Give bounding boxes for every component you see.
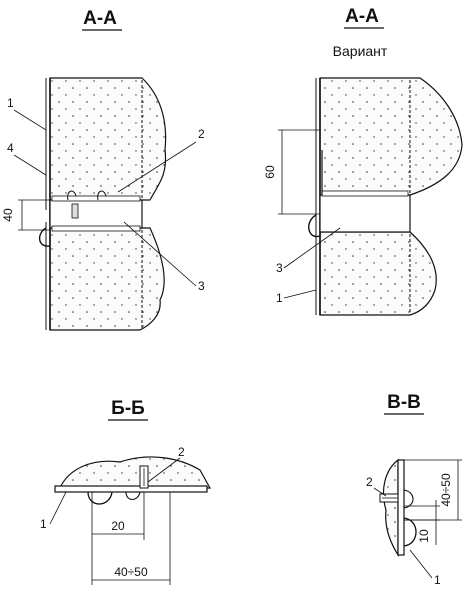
section-aa-main: А-А 40 1 4 2 3 bbox=[1, 8, 205, 331]
sealant bbox=[403, 517, 417, 547]
dim-40: 40 bbox=[1, 208, 15, 222]
sealant bbox=[87, 491, 113, 505]
facing-plate bbox=[397, 459, 405, 556]
callout-1: 1 bbox=[434, 573, 441, 587]
callout-2: 2 bbox=[178, 445, 185, 459]
sealant bbox=[39, 227, 51, 247]
callout-1: 1 bbox=[7, 96, 14, 110]
section-aa-variant: А-А Вариант 60 3 1 bbox=[263, 6, 463, 316]
callout-3: 3 bbox=[276, 261, 283, 275]
section-aa-variant-title: А-А bbox=[345, 6, 379, 27]
variant-label: Вариант bbox=[333, 43, 388, 59]
section-vv: В-В 40÷50 10 2 1 bbox=[366, 392, 462, 587]
bolt-icon bbox=[67, 190, 77, 201]
section-aa-main-title: А-А bbox=[83, 8, 117, 29]
callout-1: 1 bbox=[276, 291, 283, 305]
callout-3: 3 bbox=[198, 279, 205, 293]
callout-2: 2 bbox=[198, 127, 205, 141]
section-bb-title: Б-Б bbox=[111, 398, 145, 419]
callout-4: 4 bbox=[7, 141, 14, 155]
bolt-icon bbox=[97, 190, 107, 201]
callout-1: 1 bbox=[40, 517, 47, 531]
dim-40-50: 40÷50 bbox=[114, 565, 148, 579]
section-bb: Б-Б 20 40÷50 2 1 bbox=[40, 398, 212, 585]
section-vv-title: В-В bbox=[387, 392, 421, 413]
dim-40-50: 40÷50 bbox=[439, 473, 453, 507]
facing-plate bbox=[54, 485, 208, 493]
dim-20: 20 bbox=[111, 519, 125, 533]
dim-60: 60 bbox=[263, 165, 277, 179]
sealant bbox=[308, 214, 321, 238]
dim-10: 10 bbox=[417, 529, 431, 543]
joint-insert bbox=[319, 194, 411, 233]
joint-insert bbox=[49, 199, 143, 229]
callout-2: 2 bbox=[366, 475, 373, 489]
